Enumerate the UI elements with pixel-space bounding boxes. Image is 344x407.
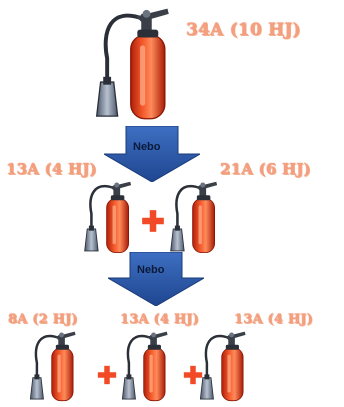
- row3-label-2: 13A (4 HJ): [120, 312, 200, 327]
- extinguisher-icon: [122, 330, 172, 404]
- row3-label-3: 13A (4 HJ): [234, 312, 314, 327]
- row2-left-label: 13A (4 HJ): [6, 160, 97, 178]
- extinguisher-icon: [84, 180, 136, 256]
- down-arrow-2: [108, 252, 204, 306]
- extinguisher-icon: [170, 180, 222, 256]
- plus-icon: [96, 364, 118, 386]
- extinguisher-icon: [30, 330, 80, 404]
- top-extinguisher-label: 34A (10 HJ): [186, 20, 301, 40]
- extinguisher-icon: [200, 330, 250, 404]
- down-arrow-1: [104, 126, 200, 182]
- row3-label-1: 8A (2 HJ): [8, 312, 78, 327]
- extinguisher-large-icon: [96, 6, 176, 124]
- arrow-1-label: Nebo: [133, 141, 161, 153]
- row2-right-label: 21A (6 HJ): [220, 160, 311, 178]
- arrow-2-label: Nebo: [137, 264, 165, 276]
- plus-icon: [140, 208, 166, 234]
